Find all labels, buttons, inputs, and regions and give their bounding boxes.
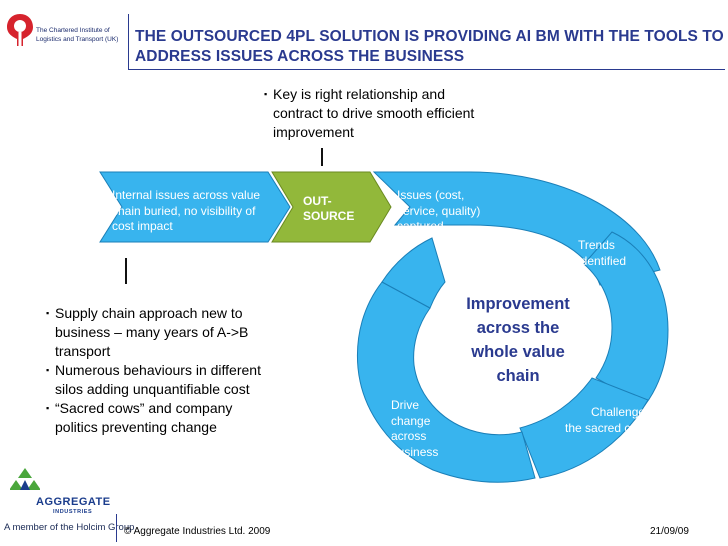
holcim-member: A member of the Holcim Group [4,522,135,533]
bullet-item: Supply chain approach new to business – … [46,304,278,361]
internal-issues-arrow [99,171,291,243]
issues-captured-label: Issues (cost, service, quality) captured [397,188,481,233]
outsource-label: OUT-SOURCE [303,194,355,223]
challenge-segment [519,377,649,479]
aggregate-brand-sub: INDUSTRIES [53,509,93,515]
left-bullets: Supply chain approach new to business – … [46,304,278,437]
slide-title: THE OUTSOURCED 4PL SOLUTION IS PROVIDING… [135,28,724,65]
outsource-chevron [271,171,392,243]
ring-join [381,237,446,309]
top-note-text: Key is right relationship and contract t… [264,85,486,142]
trends-label: Trends identified [578,238,627,268]
copyright: © Aggregate Industries Ltd. 2009 [124,526,271,537]
slide-date: 21/09/09 [650,526,689,537]
cilt-name: The Chartered Institute of Logistics and… [36,27,119,43]
drive-change-label: Drive change across business [391,398,439,459]
center-circle [443,262,593,412]
top-note: Key is right relationship and contract t… [264,85,486,142]
issues-captured-arrow [372,171,661,286]
note-marker [321,148,323,166]
internal-issues-label: Internal issues across value chain burie… [112,188,261,233]
bullet-item: “Sacred cows” and company politics preve… [46,399,278,437]
challenge-label: Challenge the sacred cows [565,405,652,435]
footer-divider [116,514,117,542]
center-label: Improvement across the whole value chain [466,295,570,385]
drive-change-segment [356,281,536,483]
aggregate-brand: AGGREGATE [36,496,111,508]
cilt-logo [7,14,33,46]
bullet-item: Numerous behaviours in different silos a… [46,361,278,399]
left-marker [125,258,127,284]
title-divider [128,14,129,70]
title-underline [128,69,725,70]
aggregate-logo-icon [10,468,40,490]
